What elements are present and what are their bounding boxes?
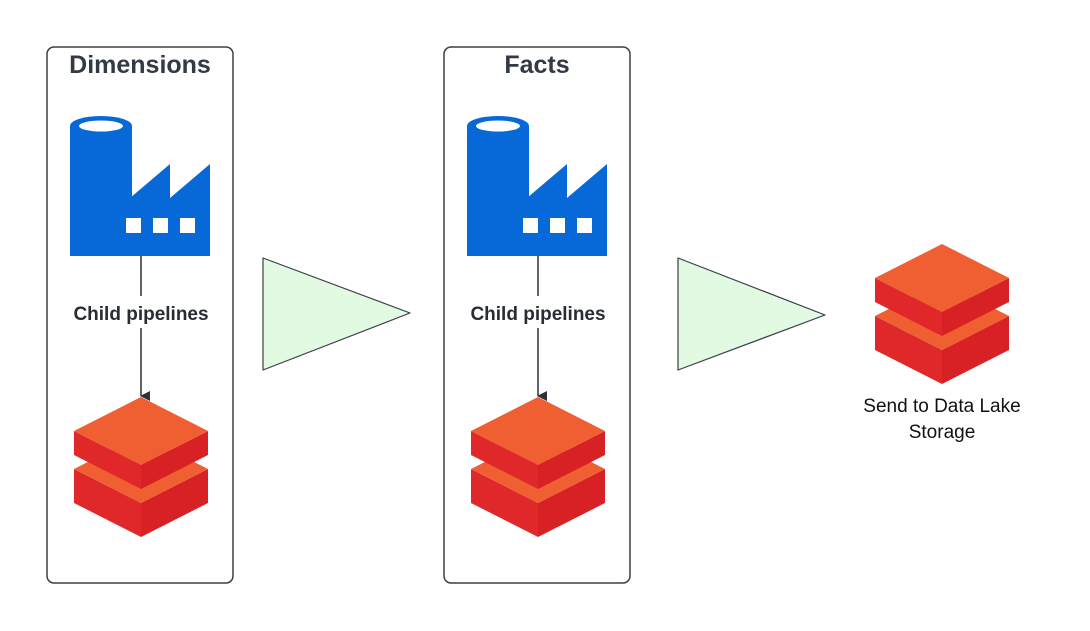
data-factory-icon [467, 116, 607, 256]
triangle-arrow-icon [677, 257, 826, 371]
databricks-icon [875, 244, 1009, 384]
triangle-arrow-icon [262, 257, 411, 371]
output-caption: Send to Data Lake [863, 396, 1020, 417]
databricks-icon [74, 397, 208, 537]
panel-title: Dimensions [69, 51, 211, 79]
output-data-lake: Send to Data Lake Storage [863, 244, 1021, 443]
databricks-icon [471, 397, 605, 537]
panel-facts: Facts Child pipelines [443, 46, 631, 584]
panel-facts-border [443, 46, 631, 584]
panel-title: Facts [504, 51, 569, 79]
edge-label: Child pipelines [470, 304, 605, 325]
edge-label: Child pipelines [73, 304, 208, 325]
panel-dimensions-border [46, 46, 234, 584]
panel-dimensions: Dimensions Child pipelines [46, 46, 234, 584]
data-factory-icon [70, 116, 210, 256]
output-caption: Storage [909, 422, 976, 443]
